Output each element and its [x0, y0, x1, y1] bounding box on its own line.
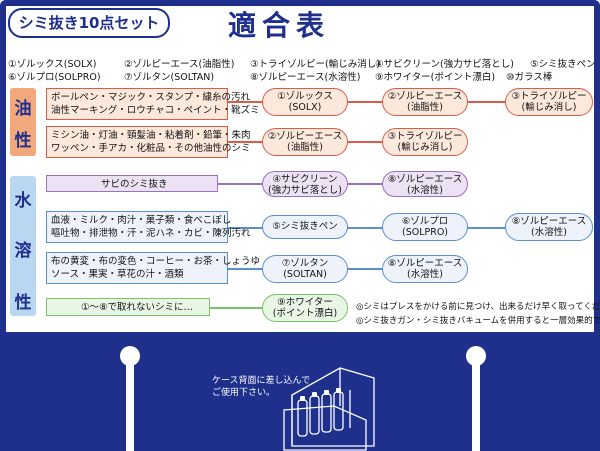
- bottle-icon: [297, 399, 308, 437]
- case-tray: [283, 405, 367, 451]
- bottle-icon: [333, 391, 344, 431]
- pill-sub: (水溶性): [407, 185, 443, 196]
- product-pill-3: ③トライゾルピー (輸じみ消し): [382, 128, 468, 156]
- pill-sub: (強力サビ落とし): [268, 185, 342, 196]
- case-illustration: [283, 367, 375, 451]
- category-char: 油: [14, 99, 32, 119]
- caption-line: ケース背面に差し込んで: [212, 376, 311, 386]
- row-text: サビのシミ抜き: [101, 179, 168, 190]
- product-pill-7: ⑦ゾルタン (SOLTAN): [262, 255, 348, 283]
- pill-name: ⑧ゾルピーエース: [387, 258, 463, 269]
- product-pill-3: ③トライゾルピー (輸じみ消し): [505, 88, 593, 116]
- bottom-panel: [0, 332, 600, 451]
- hanger-peg: [472, 360, 480, 451]
- pill-sub: (ポイント漂白): [272, 308, 338, 319]
- legend-item: ⑩ガラス棒: [506, 72, 553, 83]
- pill-sub: (SOLPRO): [401, 227, 449, 238]
- pill-name: ②ゾルピーエース: [387, 91, 463, 102]
- stain-row-water-1: 血液・ミルク・肉汁・菓子類・食べこぼし 嘔吐物・排泄物・汗・泥ハネ・カビ・陳列汚…: [46, 211, 251, 243]
- pill-name: ③トライゾルピー: [511, 91, 587, 102]
- pill-name: ④サビクリーン: [272, 174, 338, 185]
- pill-name: ⑧ゾルピーエース: [511, 216, 587, 227]
- pill-sub: (油脂性): [407, 102, 443, 113]
- pill-name: ⑧ゾルピーエース: [387, 174, 463, 185]
- legend-item: ⑧ゾルピーエース(水溶性): [250, 72, 361, 83]
- category-char: 水: [14, 191, 32, 211]
- legend-item: ⑦ゾルタン(SOLTAN): [124, 72, 215, 83]
- pill-sub: (輸じみ消し): [397, 142, 453, 153]
- legend-item: ④サビクリーン(強力サビ落とし): [375, 59, 514, 70]
- stain-row-oil-2: ミシン油・灯油・頸髪油・粘着剤・鉛筆・朱肉 ワッペン・手アカ・化粧品・その他油性…: [46, 126, 251, 158]
- legend-item: ①ゾルックス(SOLX): [8, 59, 97, 70]
- product-pill-9: ⑨ホワイター (ポイント漂白): [262, 294, 348, 322]
- stain-row-other: ①～⑧で取れないシミに…: [46, 298, 210, 316]
- product-pill-6: ⑥ゾルプロ (SOLPRO): [382, 213, 468, 241]
- pill-name: ⑤シミ抜きペン: [272, 221, 338, 232]
- stain-row-oil-1: ボールペン・マジック・スタンプ・繍糸の汚れ 油性マーキング・ロウチャコ・ペイント…: [46, 88, 260, 120]
- case-outline: [291, 367, 375, 447]
- product-pill-1: ①ゾルックス (SOLX): [262, 88, 348, 116]
- category-char: 溶: [14, 241, 32, 261]
- pill-name: ⑦ゾルタン: [281, 258, 329, 269]
- note-text: ◎シミはプレスをかける前に見つけ、出来るだけ早く取ってください。: [356, 302, 600, 312]
- row-text: 血液・ミルク・肉汁・菓子類・食べこぼし: [51, 215, 232, 226]
- product-pill-2: ②ゾルピーエース (油脂性): [382, 88, 468, 116]
- category-oil: 油 性: [10, 88, 36, 156]
- pill-name: ①ゾルックス: [277, 91, 333, 102]
- stain-row-water-2: 布の黄変・布の変色・コーヒー・お茶・しょうゆ ソース・果実・草花の汁・酒類: [46, 252, 261, 284]
- hanger-peg: [126, 360, 134, 451]
- pill-sub: (油脂性): [287, 142, 323, 153]
- product-pill-2: ②ゾルピーエース (油脂性): [262, 128, 348, 156]
- note-text: ◎シミ抜きガン・シミ抜きバキュームを併用すると一層効果的です。: [356, 316, 600, 326]
- set-badge: シミ抜き10点セット: [8, 8, 170, 38]
- pill-name: ⑨ホワイター: [277, 297, 333, 308]
- legend-item: ⑥ゾルプロ(SOLPRO): [8, 72, 101, 83]
- legend-item: ③トライゾルピー(輸じみ消し): [250, 59, 380, 70]
- legend-item: ⑤シミ抜きペン: [530, 59, 596, 70]
- page-title: 適合表: [228, 9, 331, 42]
- pill-sub: (SOLX): [288, 102, 322, 113]
- caption-line: ご使用下さい。: [212, 388, 276, 398]
- product-pill-8: ⑧ゾルピーエース (水溶性): [505, 213, 593, 241]
- bottle-icon: [321, 393, 332, 433]
- row-text: 嘔吐物・排泄物・汗・泥ハネ・カビ・陳列汚れ: [51, 228, 251, 239]
- product-pill-5: ⑤シミ抜きペン: [262, 215, 348, 239]
- row-text: 布の黄変・布の変色・コーヒー・お茶・しょうゆ: [51, 256, 261, 267]
- pill-name: ②ゾルピーエース: [267, 131, 343, 142]
- row-text: ソース・果実・草花の汁・酒類: [51, 269, 184, 280]
- product-pill-8: ⑧ゾルピーエース (水溶性): [382, 171, 468, 197]
- product-pill-4: ④サビクリーン (強力サビ落とし): [262, 171, 348, 197]
- category-char: 性: [14, 293, 32, 313]
- row-text: ミシン油・灯油・頸髪油・粘着剤・鉛筆・朱肉: [51, 130, 251, 141]
- pill-name: ⑥ゾルプロ: [401, 216, 449, 227]
- case-caption: ケース背面に差し込んで ご使用下さい。: [212, 375, 310, 399]
- stain-row-rust: サビのシミ抜き: [46, 175, 218, 192]
- bottle-icon: [309, 395, 320, 435]
- pill-sub: (SOLTAN): [283, 269, 327, 280]
- category-water: 水 溶 性: [10, 176, 36, 316]
- hanger-peg-head: [120, 346, 140, 366]
- row-text: ①～⑧で取れないシミに…: [81, 302, 194, 313]
- product-pill-8: ⑧ゾルピーエース (水溶性): [382, 255, 468, 283]
- pill-sub: (水溶性): [407, 269, 443, 280]
- hanger-peg-head: [466, 346, 486, 366]
- connector-line: [210, 307, 300, 309]
- pill-name: ③トライゾルピー: [387, 131, 463, 142]
- category-char: 性: [14, 131, 32, 151]
- row-text: 油性マーキング・ロウチャコ・ペイント・靴ズミ: [51, 105, 260, 116]
- pill-sub: (輸じみ消し): [521, 102, 577, 113]
- row-text: ボールペン・マジック・スタンプ・繍糸の汚れ: [51, 92, 251, 103]
- row-text: ワッペン・手アカ・化粧品・その他油性のシミ: [51, 143, 251, 154]
- pill-sub: (水溶性): [531, 227, 567, 238]
- legend-item: ⑨ホワイター(ポイント漂白): [375, 72, 496, 83]
- legend-item: ②ゾルピーエース(油脂性): [124, 59, 235, 70]
